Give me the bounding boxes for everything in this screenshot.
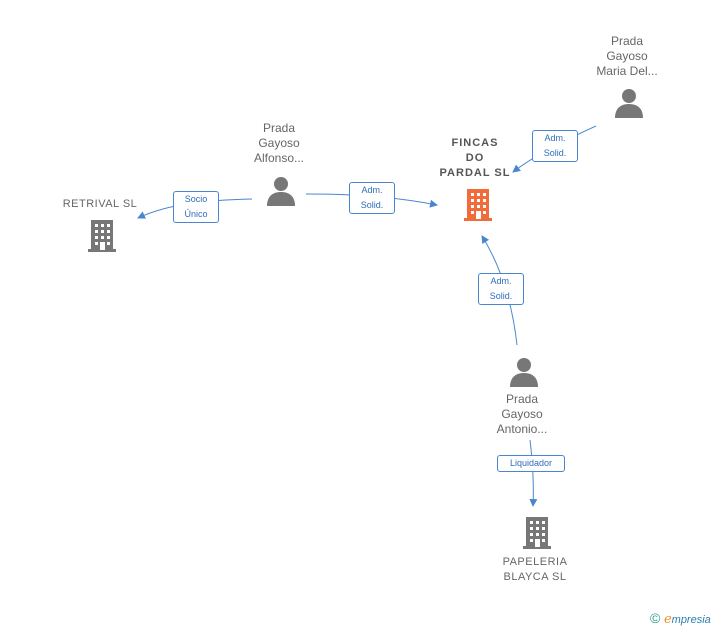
edge-label-line: Adm. (490, 276, 512, 286)
edge-label-adm-solid[interactable]: Adm. Solid. (532, 130, 578, 162)
person-antonio-line: Prada (505, 392, 539, 406)
main-company-label[interactable]: FINCAS DO PARDAL SL (428, 136, 522, 181)
person-antonio-label[interactable]: Prada Gayoso Antonio... (477, 392, 567, 437)
edge-label-line: Solid. (360, 200, 384, 210)
edge-label-adm-solid[interactable]: Adm. Solid. (349, 182, 395, 214)
person-maria-line: Maria Del... (596, 64, 658, 78)
papeleria-line: PAPELERIA (502, 556, 568, 568)
person-icon[interactable] (509, 357, 539, 387)
edge-antonio-papeleria (529, 439, 538, 507)
empresia-logo: © empresia (650, 610, 711, 627)
edge-label-adm-solid[interactable]: Adm. Solid. (478, 273, 524, 305)
main-company-line: FINCAS (451, 137, 499, 149)
main-company-line: DO (465, 152, 485, 164)
person-antonio-line: Antonio... (496, 422, 548, 436)
edge-label-line: Único (184, 209, 208, 219)
person-maria-line: Prada (610, 34, 644, 48)
edge-label-socio-unico[interactable]: Socio Único (173, 191, 219, 223)
person-alfonso-line: Alfonso... (253, 151, 305, 165)
retrival-line: RETRIVAL SL (62, 198, 138, 210)
building-icon-main[interactable] (462, 187, 494, 221)
edge-label-line: Socio (184, 194, 208, 204)
logo-e: e (663, 612, 672, 627)
person-alfonso-line: Gayoso (258, 136, 300, 150)
building-icon-papeleria[interactable] (521, 515, 553, 549)
person-icon[interactable] (614, 88, 644, 118)
papeleria-label[interactable]: PAPELERIA BLAYCA SL (486, 555, 584, 585)
retrival-label[interactable]: RETRIVAL SL (52, 197, 148, 212)
edge-label-liquidador[interactable]: Liquidador (497, 455, 565, 472)
main-company-line: PARDAL SL (439, 167, 511, 179)
person-icon[interactable] (266, 176, 296, 206)
edge-label-line: Solid. (543, 148, 567, 158)
person-alfonso-line: Prada (262, 121, 296, 135)
edge-label-line: Solid. (489, 291, 513, 301)
person-antonio-line: Gayoso (501, 407, 543, 421)
copyright-icon: © (650, 610, 661, 626)
person-alfonso-label[interactable]: Prada Gayoso Alfonso... (234, 121, 324, 166)
edge-label-line: Liquidador (509, 458, 553, 468)
building-icon-retrival[interactable] (86, 218, 118, 252)
person-maria-label[interactable]: Prada Gayoso Maria Del... (582, 34, 672, 79)
logo-text: mpresia (671, 614, 711, 626)
edge-label-line: Adm. (361, 185, 383, 195)
edge-label-line: Adm. (544, 133, 566, 143)
person-maria-line: Gayoso (606, 49, 648, 63)
papeleria-line: BLAYCA SL (503, 571, 567, 583)
